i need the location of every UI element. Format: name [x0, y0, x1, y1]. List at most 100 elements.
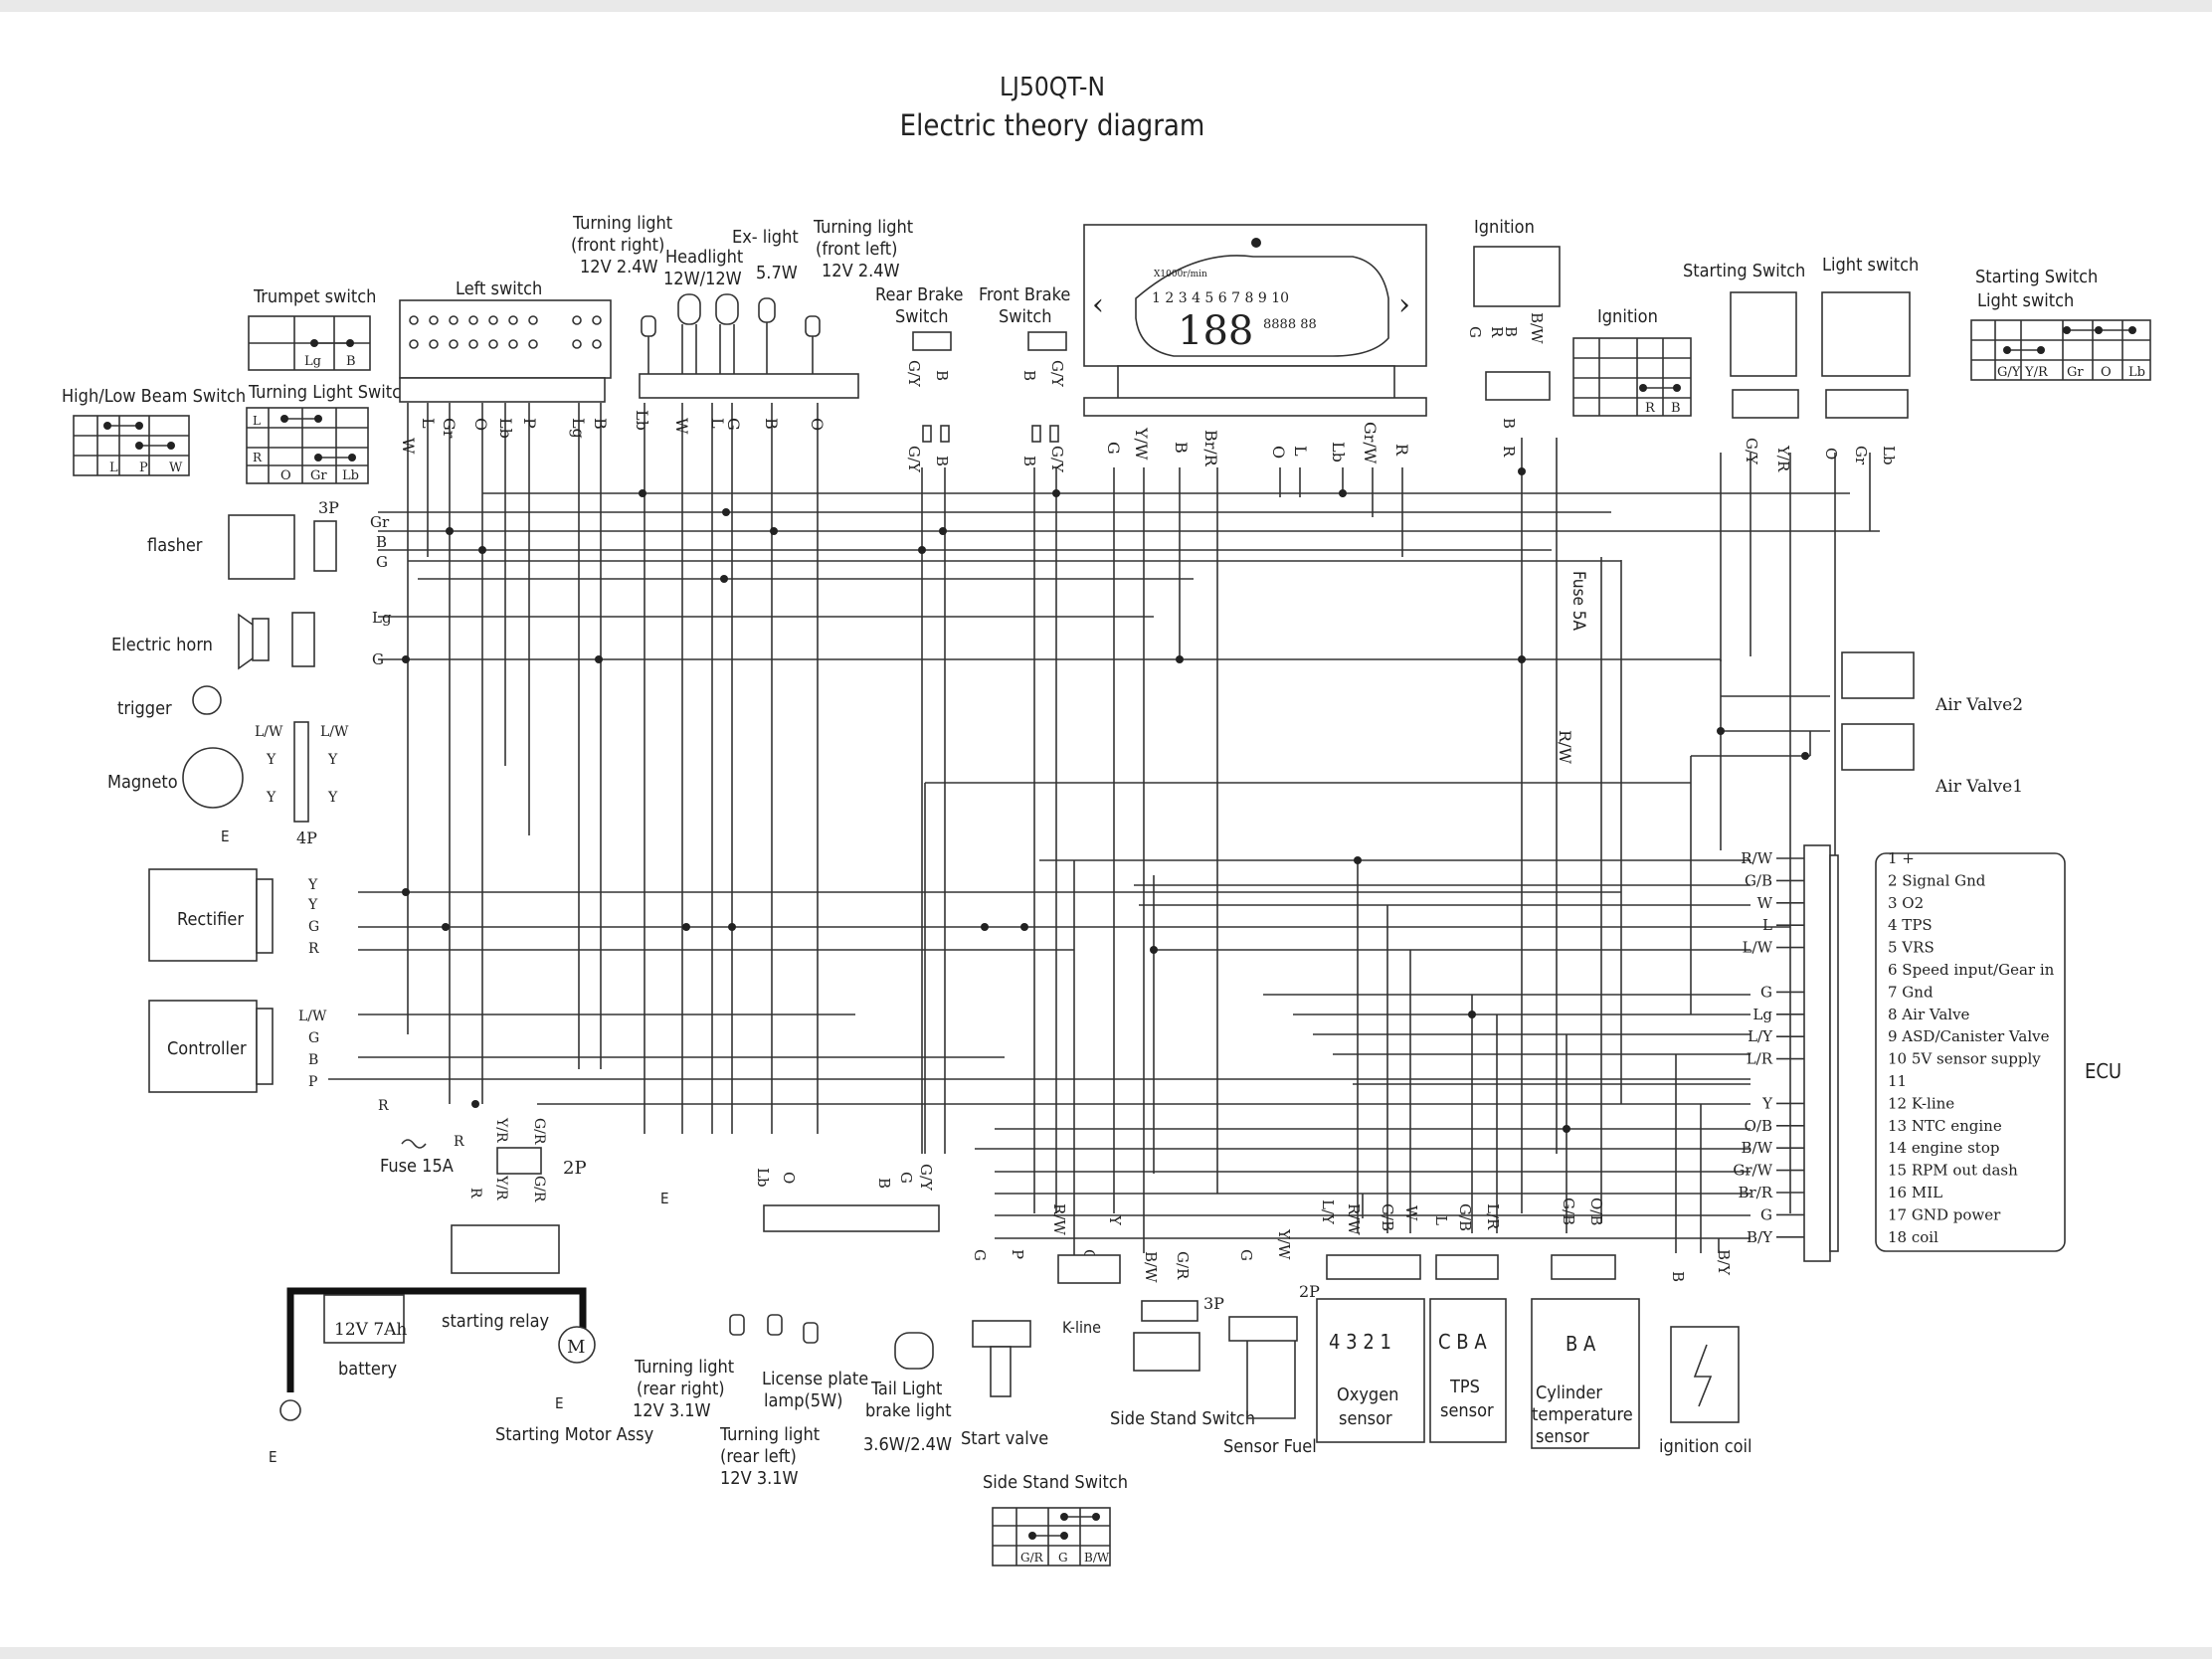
svg-text:Lb: Lb	[1880, 446, 1898, 465]
svg-text:E: E	[555, 1394, 564, 1412]
svg-text:C B A: C B A	[1438, 1330, 1487, 1354]
svg-text:G: G	[1104, 442, 1123, 455]
svg-text:R/W: R/W	[1556, 730, 1574, 764]
ecu-wire-label: G	[1760, 1205, 1772, 1223]
svg-text:B: B	[308, 1052, 318, 1068]
svg-text:Oxygen: Oxygen	[1337, 1384, 1398, 1405]
svg-text:L/W: L/W	[298, 1009, 327, 1024]
svg-text:R: R	[378, 1098, 389, 1114]
svg-text:O: O	[808, 418, 827, 431]
power-section: R R Fuse 15A 2P Y/R G/R Y/R G/R R starti…	[269, 1098, 669, 1466]
svg-text:G/Y: G/Y	[905, 360, 923, 388]
ecu-pin-name: 2 Signal Gnd	[1888, 871, 1986, 889]
ecu-pin-name: 15 RPM out dash	[1888, 1162, 2018, 1180]
ecu-wire-label: L/Y	[1748, 1027, 1773, 1045]
ecu-pin-name: 12 K-line	[1888, 1094, 1954, 1112]
svg-text:L: L	[1432, 1215, 1450, 1225]
ecu-pin-name: 10 5V sensor supply	[1888, 1050, 2041, 1068]
svg-text:Switch: Switch	[999, 306, 1052, 327]
svg-text:E: E	[221, 828, 230, 845]
svg-text:B: B	[762, 418, 781, 430]
ignition-switch: Ignition G R B B/W B R Ignition R B	[1466, 217, 1692, 458]
svg-text:Y: Y	[307, 897, 318, 913]
svg-text:G/R: G/R	[531, 1176, 547, 1202]
ecu-pin-name: 1 +	[1888, 849, 1915, 867]
ecu-wire-label: L/R	[1747, 1050, 1773, 1068]
svg-text:L: L	[1291, 446, 1310, 457]
trumpet-switch: Trumpet switch Lg B	[248, 286, 376, 371]
svg-text:(front left): (front left)	[816, 239, 897, 260]
svg-text:G/Y: G/Y	[1997, 365, 2021, 380]
svg-text:B: B	[1500, 418, 1518, 429]
ecu-wire-label: L/W	[1743, 939, 1773, 957]
light-switch-label: Light switch	[1822, 255, 1919, 276]
svg-text:G: G	[308, 919, 319, 935]
ecu-wire-label: R/W	[1741, 849, 1772, 867]
svg-text:B/W: B/W	[1528, 312, 1546, 344]
ecu-wire-label: Lg	[1752, 1006, 1772, 1023]
svg-text:Br/R: Br/R	[1201, 430, 1220, 467]
svg-text:G: G	[1466, 326, 1484, 338]
ecu-wire-label: L	[1762, 916, 1772, 934]
svg-text:›: ›	[1398, 287, 1410, 322]
svg-text:L/W: L/W	[255, 724, 283, 740]
svg-text:B: B	[933, 456, 951, 466]
sensors: L/Y R/W G/B W 4 3 2 1 Oxygen sensor L G/…	[1316, 1198, 1752, 1457]
svg-text:Gr: Gr	[1852, 446, 1870, 465]
svg-text:W: W	[169, 461, 183, 475]
air-valve1-label: Air Valve1	[1935, 777, 2023, 797]
k-line-label: K-line	[1062, 1318, 1101, 1337]
svg-text:(front right): (front right)	[571, 235, 664, 256]
svg-text:R/W: R/W	[1050, 1203, 1068, 1235]
svg-text:G: G	[1058, 1551, 1068, 1565]
svg-text:Gr: Gr	[310, 468, 327, 483]
ecu-wire-label: Gr/W	[1733, 1162, 1772, 1180]
svg-text:G: G	[376, 553, 388, 571]
bottom-edge	[0, 1647, 2212, 1659]
svg-text:3.6W/2.4W: 3.6W/2.4W	[863, 1434, 952, 1455]
title-subtitle: Electric theory diagram	[900, 108, 1205, 142]
svg-text:Y/R: Y/R	[2024, 365, 2049, 380]
svg-text:M: M	[567, 1337, 585, 1358]
left-switch: Left switch W L Gr O Lb P Lg B	[399, 278, 612, 455]
svg-text:Switch: Switch	[895, 306, 949, 327]
wire-grid	[328, 403, 1880, 1263]
starting-relay-label: starting relay	[442, 1311, 550, 1332]
turning-light-switch: Turning Light Switch L R O Gr Lb	[246, 382, 411, 484]
dash-scale-label: X1000r/min	[1154, 270, 1207, 279]
svg-text:Lb: Lb	[633, 410, 651, 431]
ecu-pin-name: 17 GND power	[1888, 1205, 2001, 1223]
ecu-pin-name: 7 Gnd	[1888, 983, 1934, 1001]
starting-motor-label: Starting Motor Assy	[495, 1424, 654, 1445]
svg-text:Light switch: Light switch	[1977, 290, 2074, 311]
svg-text:B: B	[1671, 401, 1681, 416]
svg-text:P: P	[308, 1074, 317, 1090]
svg-text:B: B	[933, 370, 951, 381]
lower-components: G P Start valve R/W Y G K-line B/W G/R 3…	[961, 1203, 1320, 1457]
svg-text:12V 2.4W: 12V 2.4W	[822, 261, 900, 281]
svg-text:O: O	[1822, 448, 1840, 460]
svg-text:W: W	[1402, 1205, 1420, 1221]
ignition-coil-label: ignition coil	[1659, 1436, 1752, 1457]
dash-odo: 8888 88	[1263, 317, 1317, 332]
high-low-beam-switch: High/Low Beam Switch L P W	[62, 386, 246, 476]
high-low-beam-label: High/Low Beam Switch	[62, 386, 246, 407]
svg-text:L: L	[109, 461, 118, 475]
svg-text:O: O	[280, 468, 291, 483]
svg-text:Lg: Lg	[569, 418, 588, 439]
svg-text:L: L	[253, 414, 261, 428]
svg-text:4 3 2 1: 4 3 2 1	[1329, 1330, 1391, 1354]
svg-text:temperature: temperature	[1532, 1404, 1633, 1425]
electric-horn-label: Electric horn	[111, 635, 213, 655]
svg-text:B: B	[1020, 370, 1038, 381]
svg-text:Lb: Lb	[342, 468, 359, 483]
ecu-pin-name: 5 VRS	[1888, 939, 1935, 957]
svg-text:Y: Y	[327, 790, 338, 806]
svg-text:B/W: B/W	[1142, 1251, 1160, 1283]
svg-text:(rear right): (rear right)	[637, 1379, 725, 1399]
svg-text:2P: 2P	[1299, 1282, 1320, 1301]
ecu-pin-name: 8 Air Valve	[1888, 1006, 1970, 1023]
